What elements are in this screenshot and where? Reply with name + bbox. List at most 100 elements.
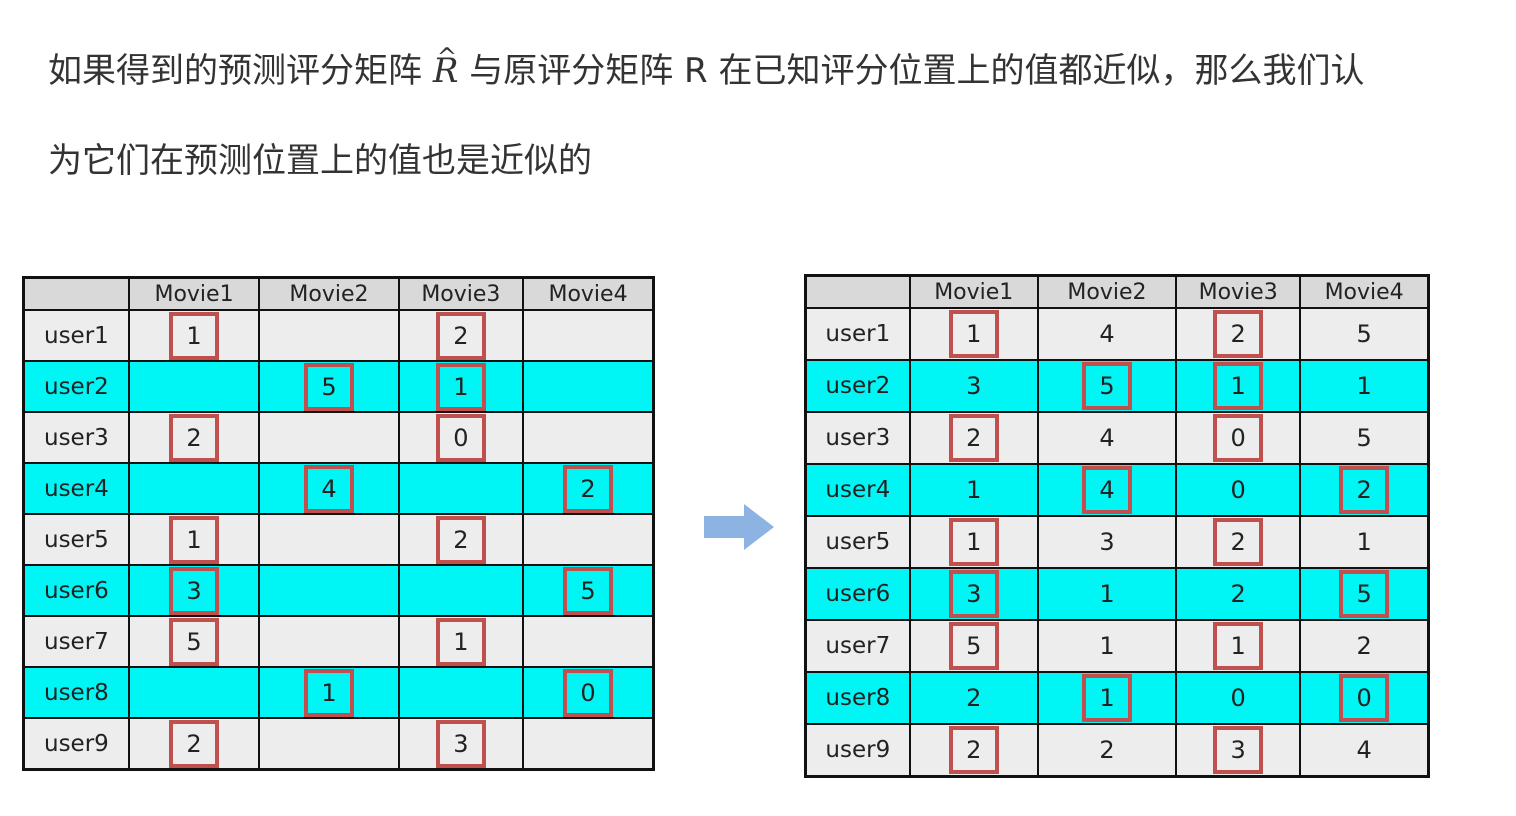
left-cell-user3-movie2 <box>258 411 400 464</box>
left-row-user8: user8 1 0 <box>22 666 655 719</box>
right-cell-value: 4 <box>1099 424 1115 452</box>
right-cell-user8-movie2: 1 <box>1036 671 1178 725</box>
right-cell-value: 2 <box>948 726 999 774</box>
right-user-label: user3 <box>804 411 911 465</box>
left-cell-user5-movie4 <box>522 513 655 566</box>
left-cell-value: 1 <box>169 515 220 564</box>
right-user-label: user5 <box>804 515 911 569</box>
right-cell-value: 1 <box>1213 622 1264 670</box>
line1-before: 如果得到的预测评分矩阵 <box>48 51 433 91</box>
paragraph-line-2: 为它们在预测位置上的值也是近似的 <box>48 141 592 181</box>
left-user-label: user7 <box>22 615 130 668</box>
left-cell-value: 1 <box>435 362 486 411</box>
r-hat-letter: R <box>432 51 459 91</box>
right-arrow-icon <box>704 504 774 550</box>
left-cell-user6-movie2 <box>258 564 400 617</box>
left-cell-user6-movie1: 3 <box>127 564 261 617</box>
right-header-movie3: Movie3 <box>1175 274 1302 309</box>
right-cell-value: 2 <box>948 414 999 462</box>
left-cell-value: 1 <box>169 311 220 360</box>
right-cell-user1-movie4: 5 <box>1299 307 1430 361</box>
right-cell-value: 2 <box>1099 736 1115 764</box>
left-cell-user2-movie1 <box>127 360 261 413</box>
r-hat-accent: ^ <box>436 43 457 71</box>
left-cell-value: 0 <box>435 413 486 462</box>
right-cell-user7-movie4: 2 <box>1299 619 1430 673</box>
left-cell-user9-movie3: 3 <box>397 717 525 771</box>
right-cell-value: 1 <box>948 310 999 358</box>
left-cell-user2-movie3: 1 <box>397 360 525 413</box>
right-cell-value: 0 <box>1213 414 1264 462</box>
left-cell-user8-movie1 <box>127 666 261 719</box>
left-user-label: user2 <box>22 360 130 413</box>
right-cell-value: 2 <box>1213 518 1264 566</box>
left-cell-value: 5 <box>303 362 354 411</box>
left-cell-user4-movie4: 2 <box>522 462 655 515</box>
right-cell-user9-movie2: 2 <box>1036 723 1178 778</box>
right-cell-value: 3 <box>1099 528 1115 556</box>
right-cell-value: 2 <box>1339 466 1390 514</box>
left-cell-user9-movie2 <box>258 717 400 771</box>
right-cell-value: 5 <box>1339 570 1390 618</box>
left-cell-user8-movie2: 1 <box>258 666 400 719</box>
right-cell-value: 2 <box>1356 632 1372 660</box>
left-user-label: user3 <box>22 411 130 464</box>
right-header-movie4: Movie4 <box>1299 274 1430 309</box>
right-cell-value: 0 <box>1230 476 1246 504</box>
left-user-label: user8 <box>22 666 130 719</box>
right-user-label: user8 <box>804 671 911 725</box>
right-cell-value: 0 <box>1230 684 1246 712</box>
right-cell-user9-movie4: 4 <box>1299 723 1430 778</box>
right-cell-user4-movie4: 2 <box>1299 463 1430 517</box>
left-cell-user3-movie1: 2 <box>127 411 261 464</box>
right-cell-user2-movie2: 5 <box>1036 359 1178 413</box>
right-cell-user9-movie3: 3 <box>1175 723 1302 778</box>
right-cell-user3-movie1: 2 <box>908 411 1039 465</box>
right-cell-user6-movie2: 1 <box>1036 567 1178 621</box>
left-cell-user7-movie1: 5 <box>127 615 261 668</box>
left-cell-value: 1 <box>303 668 354 717</box>
right-cell-value: 1 <box>1081 674 1132 722</box>
right-header-movie2: Movie2 <box>1036 274 1178 309</box>
left-header-movie2: Movie2 <box>258 276 400 311</box>
right-cell-value: 1 <box>1099 632 1115 660</box>
left-header-movie4: Movie4 <box>522 276 655 311</box>
right-cell-user3-movie4: 5 <box>1299 411 1430 465</box>
right-cell-value: 5 <box>1356 320 1372 348</box>
left-cell-user5-movie2 <box>258 513 400 566</box>
right-user-label: user6 <box>804 567 911 621</box>
left-cell-value: 2 <box>563 464 614 513</box>
left-cell-user1-movie3: 2 <box>397 309 525 362</box>
right-cell-user4-movie2: 4 <box>1036 463 1178 517</box>
left-cell-value: 2 <box>435 515 486 564</box>
line1-after: 与原评分矩阵 R 在已知评分位置上的值都近似，那么我们认 <box>458 51 1365 91</box>
right-cell-user5-movie1: 1 <box>908 515 1039 569</box>
right-cell-value: 3 <box>966 372 982 400</box>
left-user-label: user6 <box>22 564 130 617</box>
right-cell-user5-movie3: 2 <box>1175 515 1302 569</box>
right-cell-user9-movie1: 2 <box>908 723 1039 778</box>
right-cell-user8-movie3: 0 <box>1175 671 1302 725</box>
r-hat-symbol: R^ <box>432 43 459 94</box>
right-cell-user6-movie1: 3 <box>908 567 1039 621</box>
right-cell-value: 1 <box>948 518 999 566</box>
left-cell-user8-movie3 <box>397 666 525 719</box>
right-cell-user1-movie3: 2 <box>1175 307 1302 361</box>
left-cell-value: 0 <box>563 668 614 717</box>
left-user-label: user4 <box>22 462 130 515</box>
right-cell-value: 5 <box>948 622 999 670</box>
left-cell-user7-movie4 <box>522 615 655 668</box>
